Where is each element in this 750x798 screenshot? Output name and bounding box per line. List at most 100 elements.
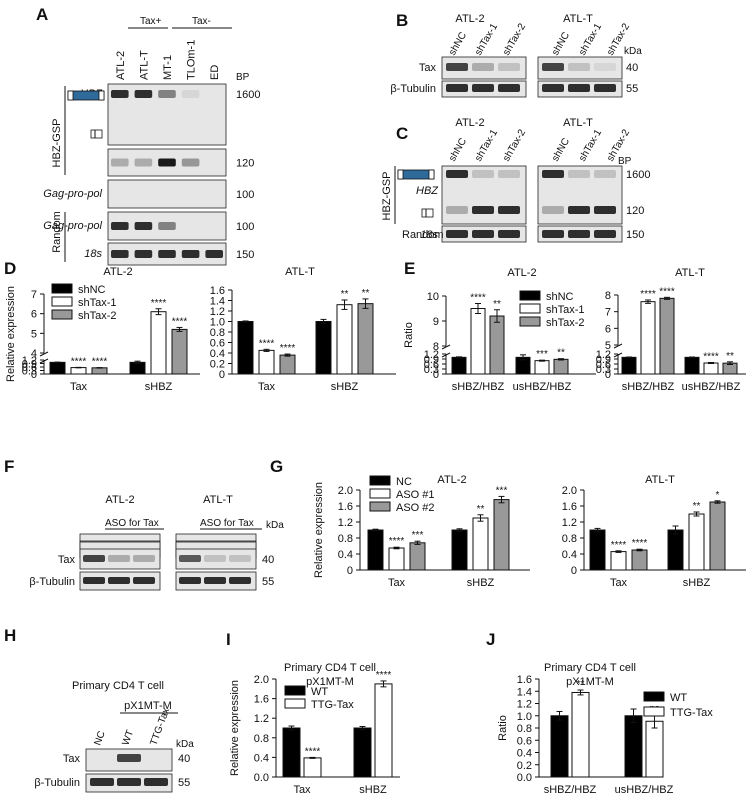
row-label: Tax (58, 554, 76, 566)
significance-label: **** (389, 536, 405, 547)
group-label: ATL-T (203, 494, 233, 506)
legend-label: shTax-1 (546, 304, 585, 316)
y-tick-label: 1.2 (517, 699, 532, 711)
wb-band (90, 778, 114, 786)
y-tick-label: 0.8 (562, 533, 577, 545)
group-label: ATL-T (563, 117, 593, 129)
significance-label: **** (92, 357, 108, 368)
wb-band (204, 555, 226, 562)
bp-marker: 1600 (626, 169, 650, 181)
gel-band (594, 170, 616, 178)
legend-swatch (369, 475, 391, 486)
significance-label: ** (557, 348, 565, 359)
gel-band (594, 206, 616, 214)
y-tick-label: 1.6 (338, 501, 353, 513)
y-axis-label: Relative expression (313, 482, 325, 578)
y-tick-label: 0.2 (517, 760, 532, 772)
panel-label-A: A (36, 5, 48, 24)
bp-header: BP (618, 156, 632, 167)
legend-label: TTG-Tax (670, 707, 713, 719)
y-tick-label: 9 (433, 316, 439, 328)
y-tick-label: 0.6 (596, 359, 611, 371)
y-tick-label: 1.0 (517, 711, 532, 723)
gel-band (111, 222, 129, 230)
bar-aso-2 (631, 549, 648, 571)
gel-band (446, 230, 468, 238)
wb-band (446, 63, 468, 71)
gel-band (134, 222, 153, 230)
y-tick-label: 0 (605, 369, 611, 381)
gel-band (134, 250, 153, 258)
significance-label: * (716, 490, 720, 501)
legend-label: shNC (78, 284, 106, 296)
y-tick-label: 1.2 (210, 306, 225, 318)
axis-break-mark (39, 351, 49, 357)
y-axis-label: Ratio (403, 322, 415, 348)
y-tick-label: 0.9 (22, 359, 37, 371)
chart-title: ATL-T (675, 267, 705, 279)
y-tick-label: 0.8 (338, 533, 353, 545)
y-tick-label: 0.4 (517, 748, 532, 760)
x-tick-label: usHBZ/HBZ (513, 381, 572, 393)
y-tick-label: 0 (433, 369, 439, 381)
lane-label: shNC (447, 136, 469, 163)
wb-band (133, 555, 155, 562)
x-tick-label: usHBZ/HBZ (682, 381, 741, 393)
gel-band (498, 170, 520, 178)
bar-ttg-tax (571, 691, 590, 778)
legend-swatch (51, 309, 73, 320)
gel-band (111, 90, 129, 98)
gel-band (158, 90, 176, 98)
bar-shtax-2 (553, 358, 569, 375)
gel-band (158, 222, 176, 230)
bp-marker: 120 (626, 205, 644, 217)
wb-band (229, 555, 251, 562)
gel-band (181, 158, 200, 167)
group-label: ATL-T (563, 13, 593, 25)
gel-band (134, 90, 153, 98)
legend-swatch (51, 283, 73, 294)
kda-marker: 55 (262, 576, 274, 588)
legend-swatch (51, 296, 73, 307)
row-label: Gag-pro-pol (43, 220, 102, 232)
wb-band (179, 555, 201, 562)
lane-label: ATL-T (138, 50, 150, 80)
legend-label: TTG-Tax (311, 699, 354, 711)
lane-label: shTax-1 (473, 21, 500, 57)
y-tick-label: 0 (219, 369, 225, 381)
wb-band (594, 63, 616, 71)
bar-nc (451, 529, 468, 571)
bar-aso-1 (688, 513, 705, 571)
chart-subtitle: pX1MT-M (306, 676, 354, 688)
x-tick-label: Tax (388, 577, 406, 589)
wb-band (108, 555, 130, 562)
wb-band (446, 84, 468, 92)
kda-marker: 55 (178, 777, 190, 789)
group-label: Tax- (192, 16, 211, 27)
chart-title: ATL-2 (507, 267, 536, 279)
gel-band (542, 170, 564, 178)
gel-row (107, 179, 227, 209)
panel-label-B: B (396, 11, 408, 30)
group-label: ATL-2 (105, 494, 134, 506)
y-tick-label: 0.4 (338, 549, 353, 561)
panel-label-C: C (396, 124, 408, 143)
significance-label: ** (493, 299, 501, 310)
y-tick-label: 7 (31, 289, 37, 301)
gel-band (446, 206, 468, 214)
legend-swatch (284, 698, 306, 709)
y-tick-label: 0.8 (517, 723, 532, 735)
bar-shnc (49, 361, 66, 375)
gel-band (498, 230, 520, 238)
y-tick-label: 0.3 (22, 366, 37, 378)
y-tick-label: 10 (427, 291, 439, 303)
gel-band (134, 158, 153, 167)
bp-marker: 100 (236, 221, 254, 233)
bar-shtax-1 (336, 304, 353, 375)
y-tick-label: 6 (605, 323, 611, 335)
chart-subtitle: pX1MT-M (566, 676, 614, 688)
y-tick-label: 0.3 (424, 364, 439, 376)
wb-band (133, 577, 155, 584)
y-tick-label: 0.8 (210, 327, 225, 339)
y-tick-label: 0.6 (517, 735, 532, 747)
